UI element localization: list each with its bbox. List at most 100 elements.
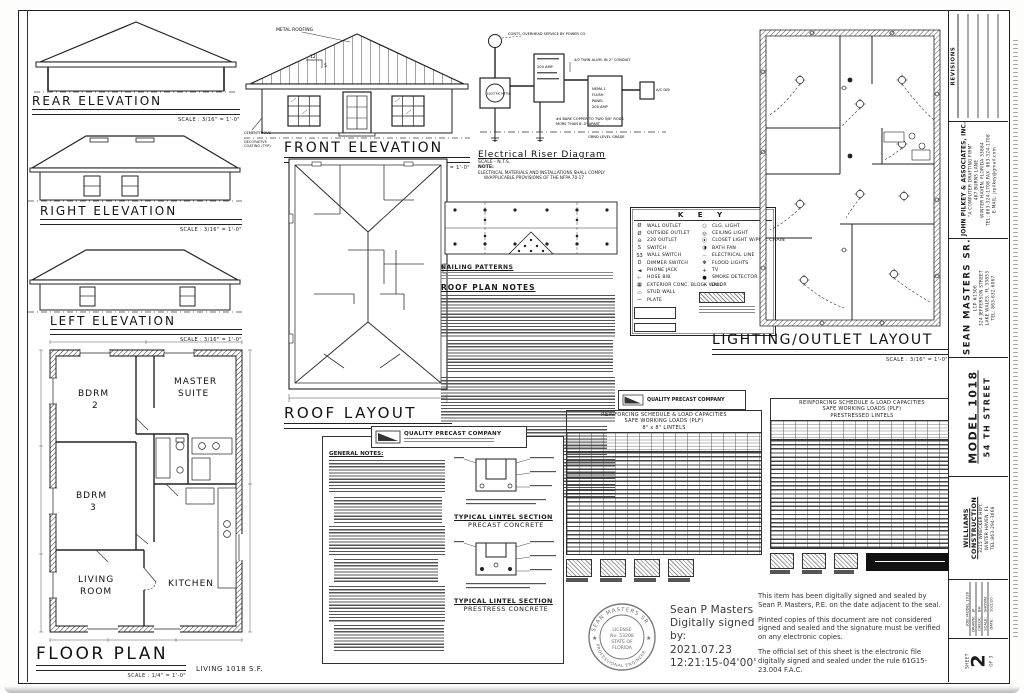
roof-layout-panel: ROOF LAYOUT SCALE : 1/4" = 1'-0"	[284, 154, 452, 437]
220-outlet-icon: ⊖	[637, 237, 642, 244]
signature-time: 12:21:15-04'00'	[670, 656, 757, 669]
closet-light-icon: ⦿	[701, 238, 707, 245]
check-label: CHECK:	[976, 616, 981, 632]
schedule-area: QUALITY PRECAST COMPANY REINFORCING SCHE…	[566, 390, 954, 586]
model-name: MODEL 1018	[966, 370, 979, 464]
right-elevation-drawing	[28, 135, 242, 202]
floor-plan-panel: BDRM 2 MASTER SUITE BDRM 3 LIVING ROOM K…	[36, 338, 274, 679]
front-elevation-drawing: METAL ROOFING 12 5	[244, 27, 470, 139]
firm-name: JOHN PILKEY & ASSOCIATES, INC.	[960, 122, 967, 236]
dimmer-switch-icon: D	[637, 260, 642, 267]
tv-icon: +	[702, 267, 707, 274]
plan-symbol-box-2	[634, 322, 676, 332]
disclaimer-1: This item has been digitally signed and …	[758, 592, 941, 609]
job-label: JOB: MODEL 1018	[964, 582, 970, 636]
date-value: 10/2/20	[988, 597, 993, 612]
right-elevation-title: RIGHT ELEVATION	[40, 204, 178, 218]
grade-label: GRND LEVEL GRADE	[588, 135, 625, 139]
front-elevation-panel: METAL ROOFING 12 5	[244, 22, 470, 171]
firm-tel: TEL: 863-324-1708 FAX: 863-324-1708	[984, 134, 990, 226]
ac-disc-label: A/C DISC.	[656, 88, 670, 92]
lintel2-title: TYPICAL LINTEL SECTION	[454, 597, 553, 605]
panel-label-3: PANEL	[592, 99, 603, 103]
sheet-number: 2	[967, 654, 989, 668]
drawn-label: DRAWN:	[970, 616, 975, 632]
date-label: DATE:	[988, 618, 993, 630]
title-rule	[50, 329, 242, 335]
wall-outlet-icon: Ø	[637, 223, 642, 230]
bdrm3-num: 3	[90, 503, 97, 513]
seal-state-2: FLORIDA	[612, 645, 633, 651]
bdrm2-num: 2	[92, 401, 99, 411]
living-sf-label: LIVING 1018 S.F.	[196, 664, 264, 673]
right-elevation-scale: SCALE : 3/16" = 1'-0"	[179, 226, 242, 233]
seal-license: LICENSE	[612, 627, 631, 633]
master-label-2: SUITE	[178, 389, 209, 399]
left-elevation-scale: SCALE : 3/16" = 1'-0"	[179, 336, 242, 343]
left-table-title-1: REINFORCING SCHEDULE & LOAD CAPACITIES	[601, 412, 727, 418]
signature-date: 2021.07.23	[670, 643, 733, 656]
precast-company-sub	[404, 438, 494, 443]
roof-notes-lines-2	[447, 340, 613, 374]
seal-state-1: STATE OF	[611, 639, 633, 645]
builder-name-1: WILLIAMS	[961, 508, 970, 548]
scale-value: SHOWN	[982, 597, 987, 612]
schedule-company-name: QUALITY PRECAST COMPANY	[647, 397, 725, 403]
phone-jack-icon: ◄	[637, 267, 642, 274]
block-wall-icon: ▦	[637, 282, 642, 289]
client-line-1: LCP #1306	[971, 285, 977, 311]
right-table-title-3: PRESTRESSED LINTELS	[830, 412, 894, 419]
conduit-label: 4/0 TWIN ALUM. IN 2" CONDUIT	[574, 58, 631, 62]
builder-city: WINTER HAVEN, FL	[983, 505, 989, 551]
precast-company-header: QUALITY PRECAST COMPANY	[371, 426, 527, 448]
lintel2-sub: PRESTRESS CONCRETE	[463, 605, 549, 613]
svg-text:★: ★	[646, 635, 651, 642]
wall-switch-icon: S3	[636, 252, 643, 259]
smoke-detector-symbol	[847, 153, 853, 159]
disclaimer-2: Printed copies of this document are not …	[758, 615, 941, 642]
client-section: SEAN MASTERS SR. LCP #1306 324 JEFFERSON…	[949, 239, 1008, 358]
roof-notes-lines-1	[441, 295, 615, 337]
engineer-seal: SEAN MASTERS SR. PROFESSIONAL ENGINEER L…	[588, 603, 656, 671]
model-section: MODEL 1018 54 TH STREET	[949, 358, 1008, 477]
lintel1-sub: PRECAST CONCRETE	[468, 521, 544, 529]
lighting-layout-title: LIGHTING/OUTLET LAYOUT	[712, 332, 933, 348]
right-table-title-2: SAFE WORKING LOADS (PLF)	[822, 406, 902, 413]
metal-roofing-callout: METAL ROOFING	[276, 27, 314, 33]
bath-fan-icon: ◑	[702, 245, 707, 252]
check-value: BH	[976, 606, 981, 612]
title-rule	[284, 423, 452, 429]
title-rule	[32, 109, 240, 115]
electrical-riser-drawing: CONT'L OVERHEAD SERVICE BY POWER CO. ELE…	[479, 32, 670, 142]
disclaimer-block: This item has been digitally signed and …	[758, 592, 944, 681]
signer-name: Sean P Masters	[670, 604, 754, 617]
key-right-column: ○CLG. LIGHT ◎CEILING LIGHT ⦿CLOSET LIGHT…	[699, 223, 785, 332]
roof-layout-title: ROOF LAYOUT	[284, 404, 418, 422]
firm-email: E-MAIL: jrpilkey@gmail.com	[990, 146, 996, 214]
firm-addr2: WINTER HAVEN, FLORIDA 33884	[978, 142, 984, 218]
ceiling-light-icon: ◎	[702, 230, 707, 237]
schedule-table-left: REINFORCING SCHEDULE & LOAD CAPACITIES S…	[566, 410, 762, 582]
stud-wall-icon: ▭	[637, 289, 642, 296]
kitchen-label: KITCHEN	[168, 579, 214, 589]
lighting-layout-panel: LIGHTING/OUTLET LAYOUT SCALE : 3/16" = 1…	[712, 24, 948, 363]
floor-plan-title: FLOOR PLAN	[36, 644, 169, 664]
sheet-of: OF 3	[988, 655, 993, 667]
nailing-patterns-heading: NAILING PATTERNS	[441, 264, 514, 271]
client-line-4: TEL: 863-632-6067	[989, 275, 995, 321]
ground-note-2: MORE THAN 6'-0" APART	[556, 122, 601, 126]
panel-label-4: 200 AMP	[592, 105, 609, 109]
title-rule	[40, 219, 242, 225]
client-name: SEAN MASTERS SR.	[961, 239, 972, 355]
nailing-pattern-drawing	[444, 201, 618, 255]
roof-notes-lines-3	[441, 377, 615, 423]
panel-label-2: FLUSH	[592, 93, 604, 97]
left-table-title-3: 8" x 8" LINTELS	[642, 424, 686, 431]
cast-note-black-box	[866, 552, 954, 571]
svg-text:★: ★	[592, 635, 597, 642]
precast-notes-panel: QUALITY PRECAST COMPANY GENERAL NOTES:	[322, 426, 564, 664]
meter-label: ELECTRIC METER	[487, 92, 511, 96]
